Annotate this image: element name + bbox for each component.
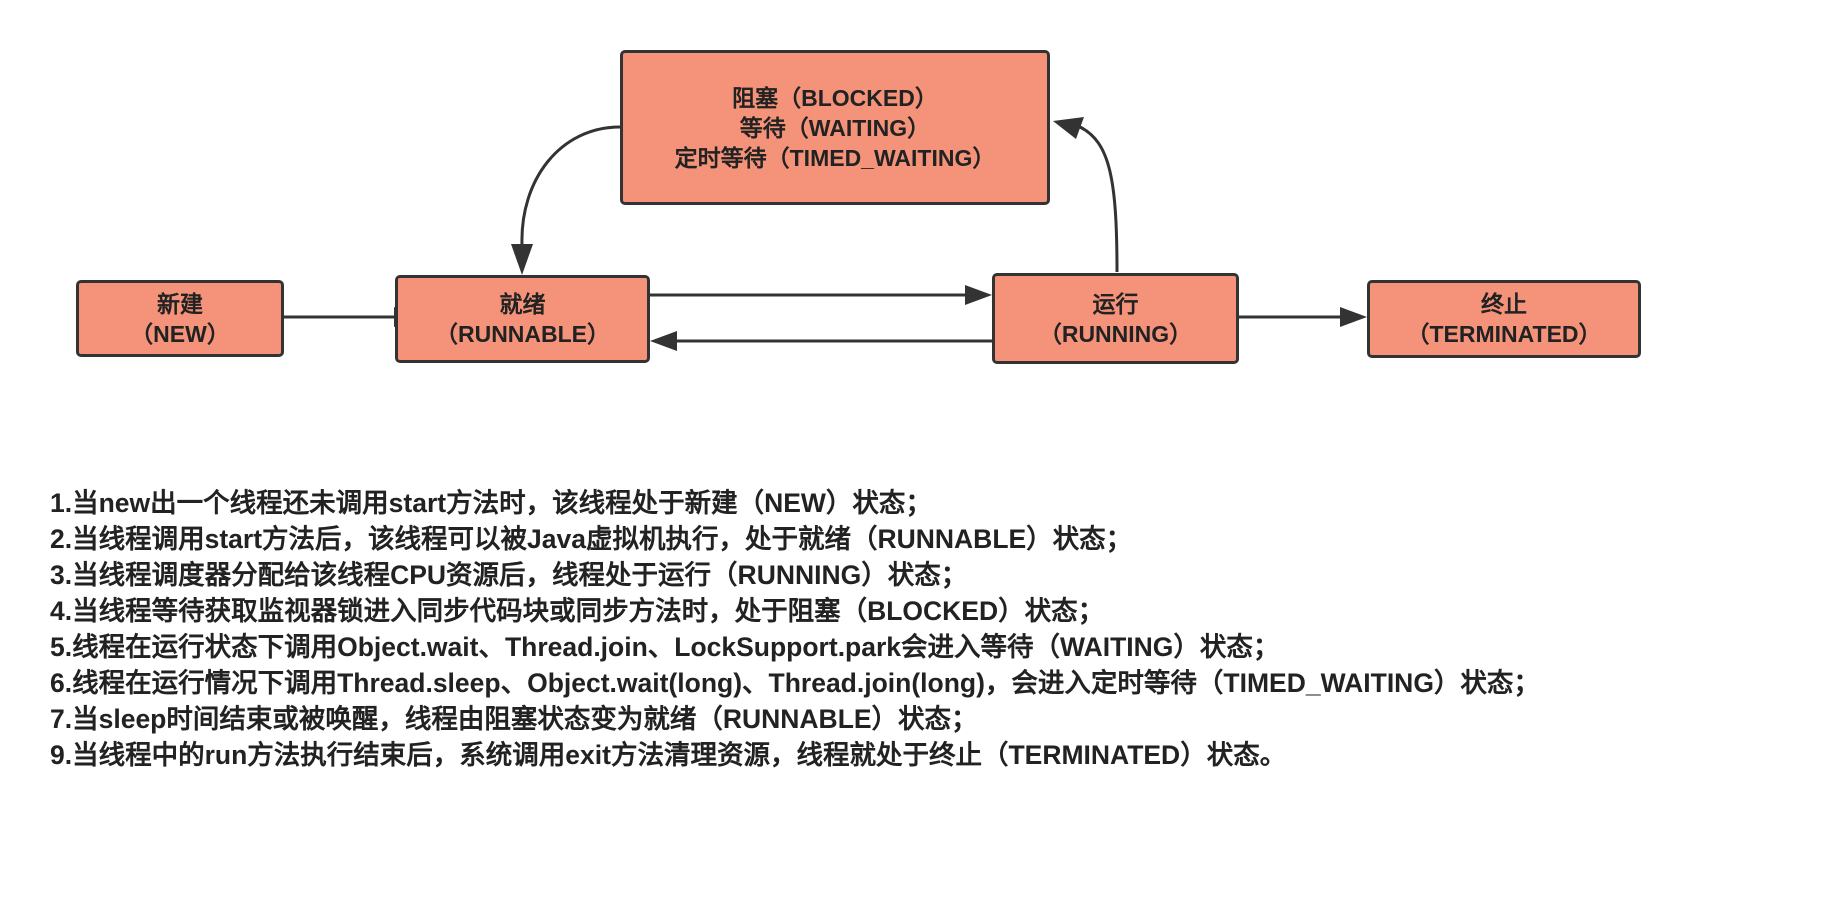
note-item: 9.当线程中的run方法执行结束后，系统调用exit方法清理资源，线程就处于终止… xyxy=(50,740,1287,770)
arrow-blocked-to-runnable xyxy=(520,125,621,246)
note-item: 2.当线程调用start方法后，该线程可以被Java虚拟机执行，处于就绪（RUN… xyxy=(50,524,1133,554)
state-runnable-line-2: （RUNNABLE） xyxy=(434,321,611,347)
arrows-layer xyxy=(284,117,1367,351)
note-item: 4.当线程等待获取监视器锁进入同步代码块或同步方法时，处于阻塞（BLOCKED）… xyxy=(50,596,1105,626)
state-runnable: 就绪 （RUNNABLE） xyxy=(395,275,650,363)
note-item: 6.线程在运行情况下调用Thread.sleep、Object.wait(lon… xyxy=(50,668,1540,698)
thread-state-diagram: 阻塞（BLOCKED） 等待（WAITING） 定时等待（TIMED_WAITI… xyxy=(76,50,1641,364)
state-blocked-line-2: 等待（WAITING） xyxy=(739,114,931,141)
state-blocked-line-1: 阻塞（BLOCKED） xyxy=(732,84,938,111)
state-blocked-line-3: 定时等待（TIMED_WAITING） xyxy=(674,144,996,171)
state-terminated-line-1: 终止 xyxy=(1481,291,1527,317)
arrowhead-blocked-to-runnable xyxy=(511,244,533,275)
arrowhead-running-to-runnable xyxy=(650,331,677,351)
state-running-line-1: 运行 xyxy=(1092,290,1139,317)
note-item: 3.当线程调度器分配给该线程CPU资源后，线程处于运行（RUNNING）状态； xyxy=(50,560,968,590)
state-blocked-waiting: 阻塞（BLOCKED） 等待（WAITING） 定时等待（TIMED_WAITI… xyxy=(620,50,1050,205)
state-terminated-line-2: （TERMINATED） xyxy=(1406,321,1602,347)
arrowhead-running-to-terminated xyxy=(1340,307,1367,327)
notes-list: 1.当new出一个线程还未调用start方法时，该线程处于新建（NEW）状态； … xyxy=(50,485,1810,773)
state-runnable-line-1: 就绪 xyxy=(499,291,546,317)
state-new-line-2: （NEW） xyxy=(130,320,230,347)
state-running-line-2: （RUNNING） xyxy=(1038,320,1193,347)
state-new-line-1: 新建 xyxy=(157,290,203,317)
arrowhead-running-to-blocked xyxy=(1053,117,1084,139)
note-item: 1.当new出一个线程还未调用start方法时，该线程处于新建（NEW）状态； xyxy=(50,488,932,518)
note-item: 5.线程在运行状态下调用Object.wait、Thread.join、Lock… xyxy=(50,632,1280,662)
state-terminated: 终止 （TERMINATED） xyxy=(1367,280,1641,358)
state-running: 运行 （RUNNING） xyxy=(992,273,1239,364)
note-item: 7.当sleep时间结束或被唤醒，线程由阻塞状态变为就绪（RUNNABLE）状态… xyxy=(50,704,978,734)
arrowhead-runnable-to-running xyxy=(965,285,992,305)
state-new: 新建 （NEW） xyxy=(76,280,284,357)
arrow-running-to-blocked xyxy=(1079,125,1119,273)
